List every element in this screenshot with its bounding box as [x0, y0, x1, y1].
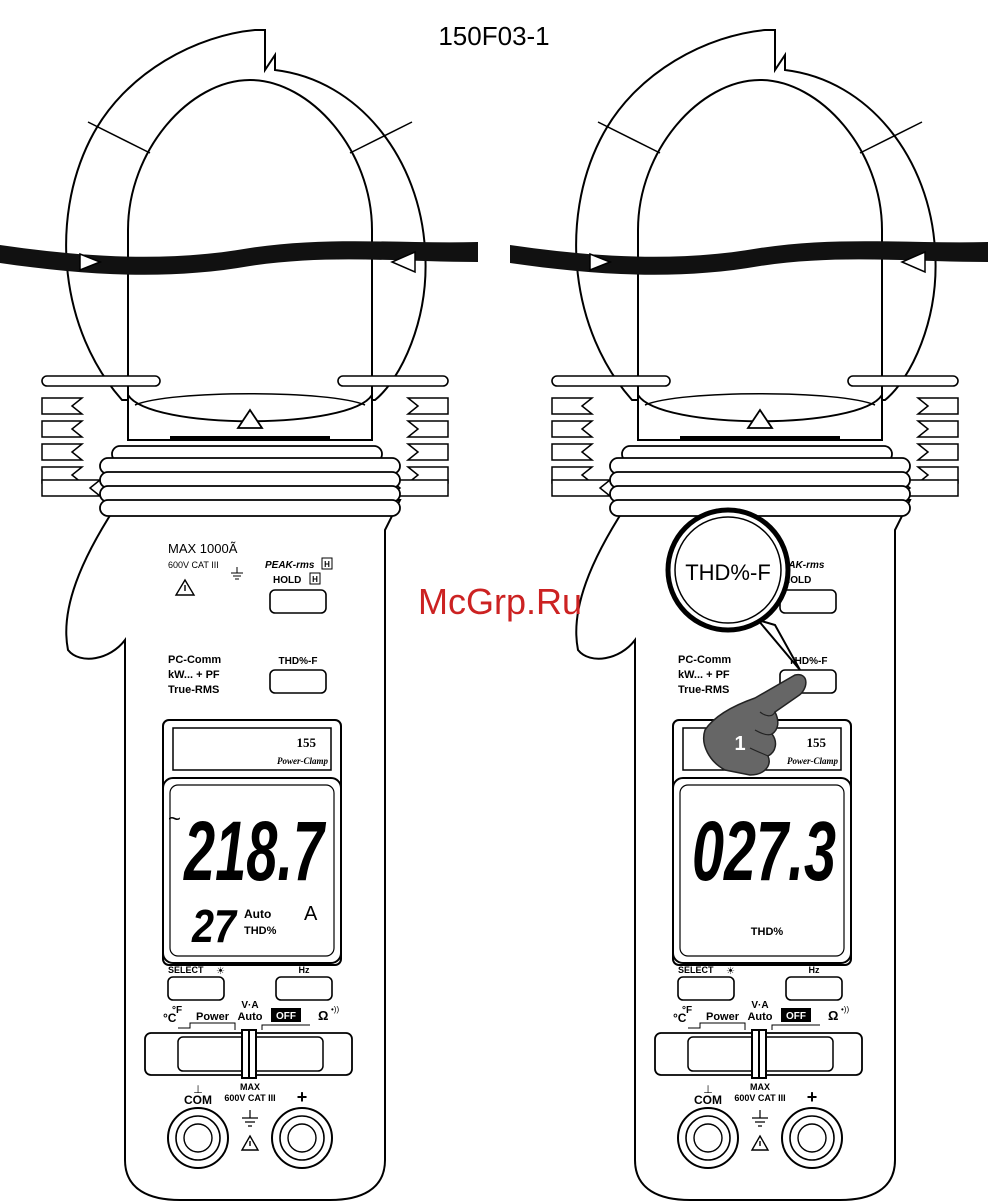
model-number: 155	[297, 735, 317, 750]
dial-ohm: Ω	[828, 1008, 838, 1023]
max-rating: MAX 1000Ã	[168, 541, 238, 556]
hz-button[interactable]	[276, 977, 332, 1000]
lcd-thd-label: THD%	[244, 925, 277, 937]
lcd-ac-symbol: ~	[168, 806, 181, 831]
mode-line-2: kW... + PF	[678, 669, 730, 681]
hz-label: Hz	[809, 965, 820, 975]
mode-line-1: PC-Comm	[678, 654, 731, 666]
jack-com-label: COM	[694, 1093, 722, 1107]
jack-cat-label: 600V CAT III	[224, 1093, 275, 1103]
cat-rating: 600V CAT III	[168, 560, 219, 570]
callout-label: THD%-F	[685, 560, 771, 585]
ground-icon: ⊥	[193, 1084, 203, 1096]
watermark: McGrp.Ru	[418, 581, 582, 622]
positive-jack[interactable]	[272, 1108, 332, 1168]
hz-button[interactable]	[786, 977, 842, 1000]
ground-icon: ⊥	[703, 1084, 713, 1096]
jack-max-label: MAX	[750, 1082, 770, 1092]
thd-f-label: THD%-F	[789, 656, 828, 667]
rotary-switch[interactable]	[688, 1037, 833, 1071]
mode-line-3: True-RMS	[678, 684, 729, 696]
model-sub: Power-Clamp	[787, 756, 838, 766]
right-meter: PEAK-rms HOLD PC-Comm kW... + PF True-RM…	[508, 28, 990, 1201]
dial-fahrenheit: °F	[172, 1005, 182, 1016]
select-button[interactable]	[168, 977, 224, 1000]
left-meter: MAX 1000Ã 600V CAT III PEAK-rms H HOLD …	[0, 28, 480, 1201]
model-sub: Power-Clamp	[277, 756, 328, 766]
dial-off: OFF	[786, 1011, 806, 1022]
step-number: 1	[734, 733, 745, 755]
jack-max-label: MAX	[240, 1082, 260, 1092]
hold-button[interactable]	[270, 590, 326, 613]
mode-line-3: True-RMS	[168, 684, 219, 696]
hold-button[interactable]	[780, 590, 836, 613]
dial-celsius: °C	[673, 1011, 687, 1025]
hz-label: Hz	[299, 965, 310, 975]
peak-rms-label: PEAK-rms	[265, 560, 315, 571]
select-label: SELECT	[168, 965, 204, 975]
rotary-switch[interactable]	[178, 1037, 323, 1071]
lcd-auto-label: Auto	[244, 907, 271, 921]
dial-auto: Auto	[747, 1011, 772, 1023]
thd-f-label: THD%-F	[279, 656, 318, 667]
jack-plus-label: +	[807, 1087, 818, 1107]
thd-f-button[interactable]	[270, 670, 326, 693]
figure-id: 150F03-1	[438, 21, 549, 51]
lcd-main-value: 218.7	[183, 804, 327, 898]
jack-plus-label: +	[297, 1087, 308, 1107]
select-label: SELECT	[678, 965, 714, 975]
finger-icon	[703, 674, 807, 776]
select-button[interactable]	[678, 977, 734, 1000]
dial-celsius: °C	[163, 1011, 177, 1025]
mode-line-1: PC-Comm	[168, 654, 221, 666]
lcd-sub-value: 27	[191, 900, 238, 952]
peak-rms-label: PEAK-rms	[775, 560, 825, 571]
model-number: 155	[807, 735, 827, 750]
dial-fahrenheit: °F	[682, 1005, 692, 1016]
lcd-unit: A	[304, 903, 318, 925]
dial-off: OFF	[276, 1011, 296, 1022]
com-jack[interactable]	[168, 1108, 228, 1168]
mode-line-2: kW... + PF	[168, 669, 220, 681]
hold-label: HOLD	[273, 575, 301, 586]
backlight-icon: ☀	[726, 966, 735, 977]
continuity-icon: •))	[331, 1005, 339, 1014]
dial-power: Power	[706, 1011, 740, 1023]
dial-auto: Auto	[237, 1011, 262, 1023]
dial-va: V·A	[751, 1000, 768, 1011]
jack-cat-label: 600V CAT III	[734, 1093, 785, 1103]
lcd-thd-label: THD%	[751, 926, 784, 938]
dial-ohm: Ω	[318, 1008, 328, 1023]
positive-jack[interactable]	[782, 1108, 842, 1168]
dial-power: Power	[196, 1011, 230, 1023]
hold-h-badge: H	[312, 575, 318, 584]
continuity-icon: •))	[841, 1005, 849, 1014]
com-jack[interactable]	[678, 1108, 738, 1168]
peak-h-badge: H	[324, 560, 330, 569]
hold-label: HOLD	[783, 575, 811, 586]
jack-com-label: COM	[184, 1093, 212, 1107]
dial-va: V·A	[241, 1000, 258, 1011]
backlight-icon: ☀	[216, 966, 225, 977]
lcd-main-value: 027.3	[692, 804, 836, 898]
